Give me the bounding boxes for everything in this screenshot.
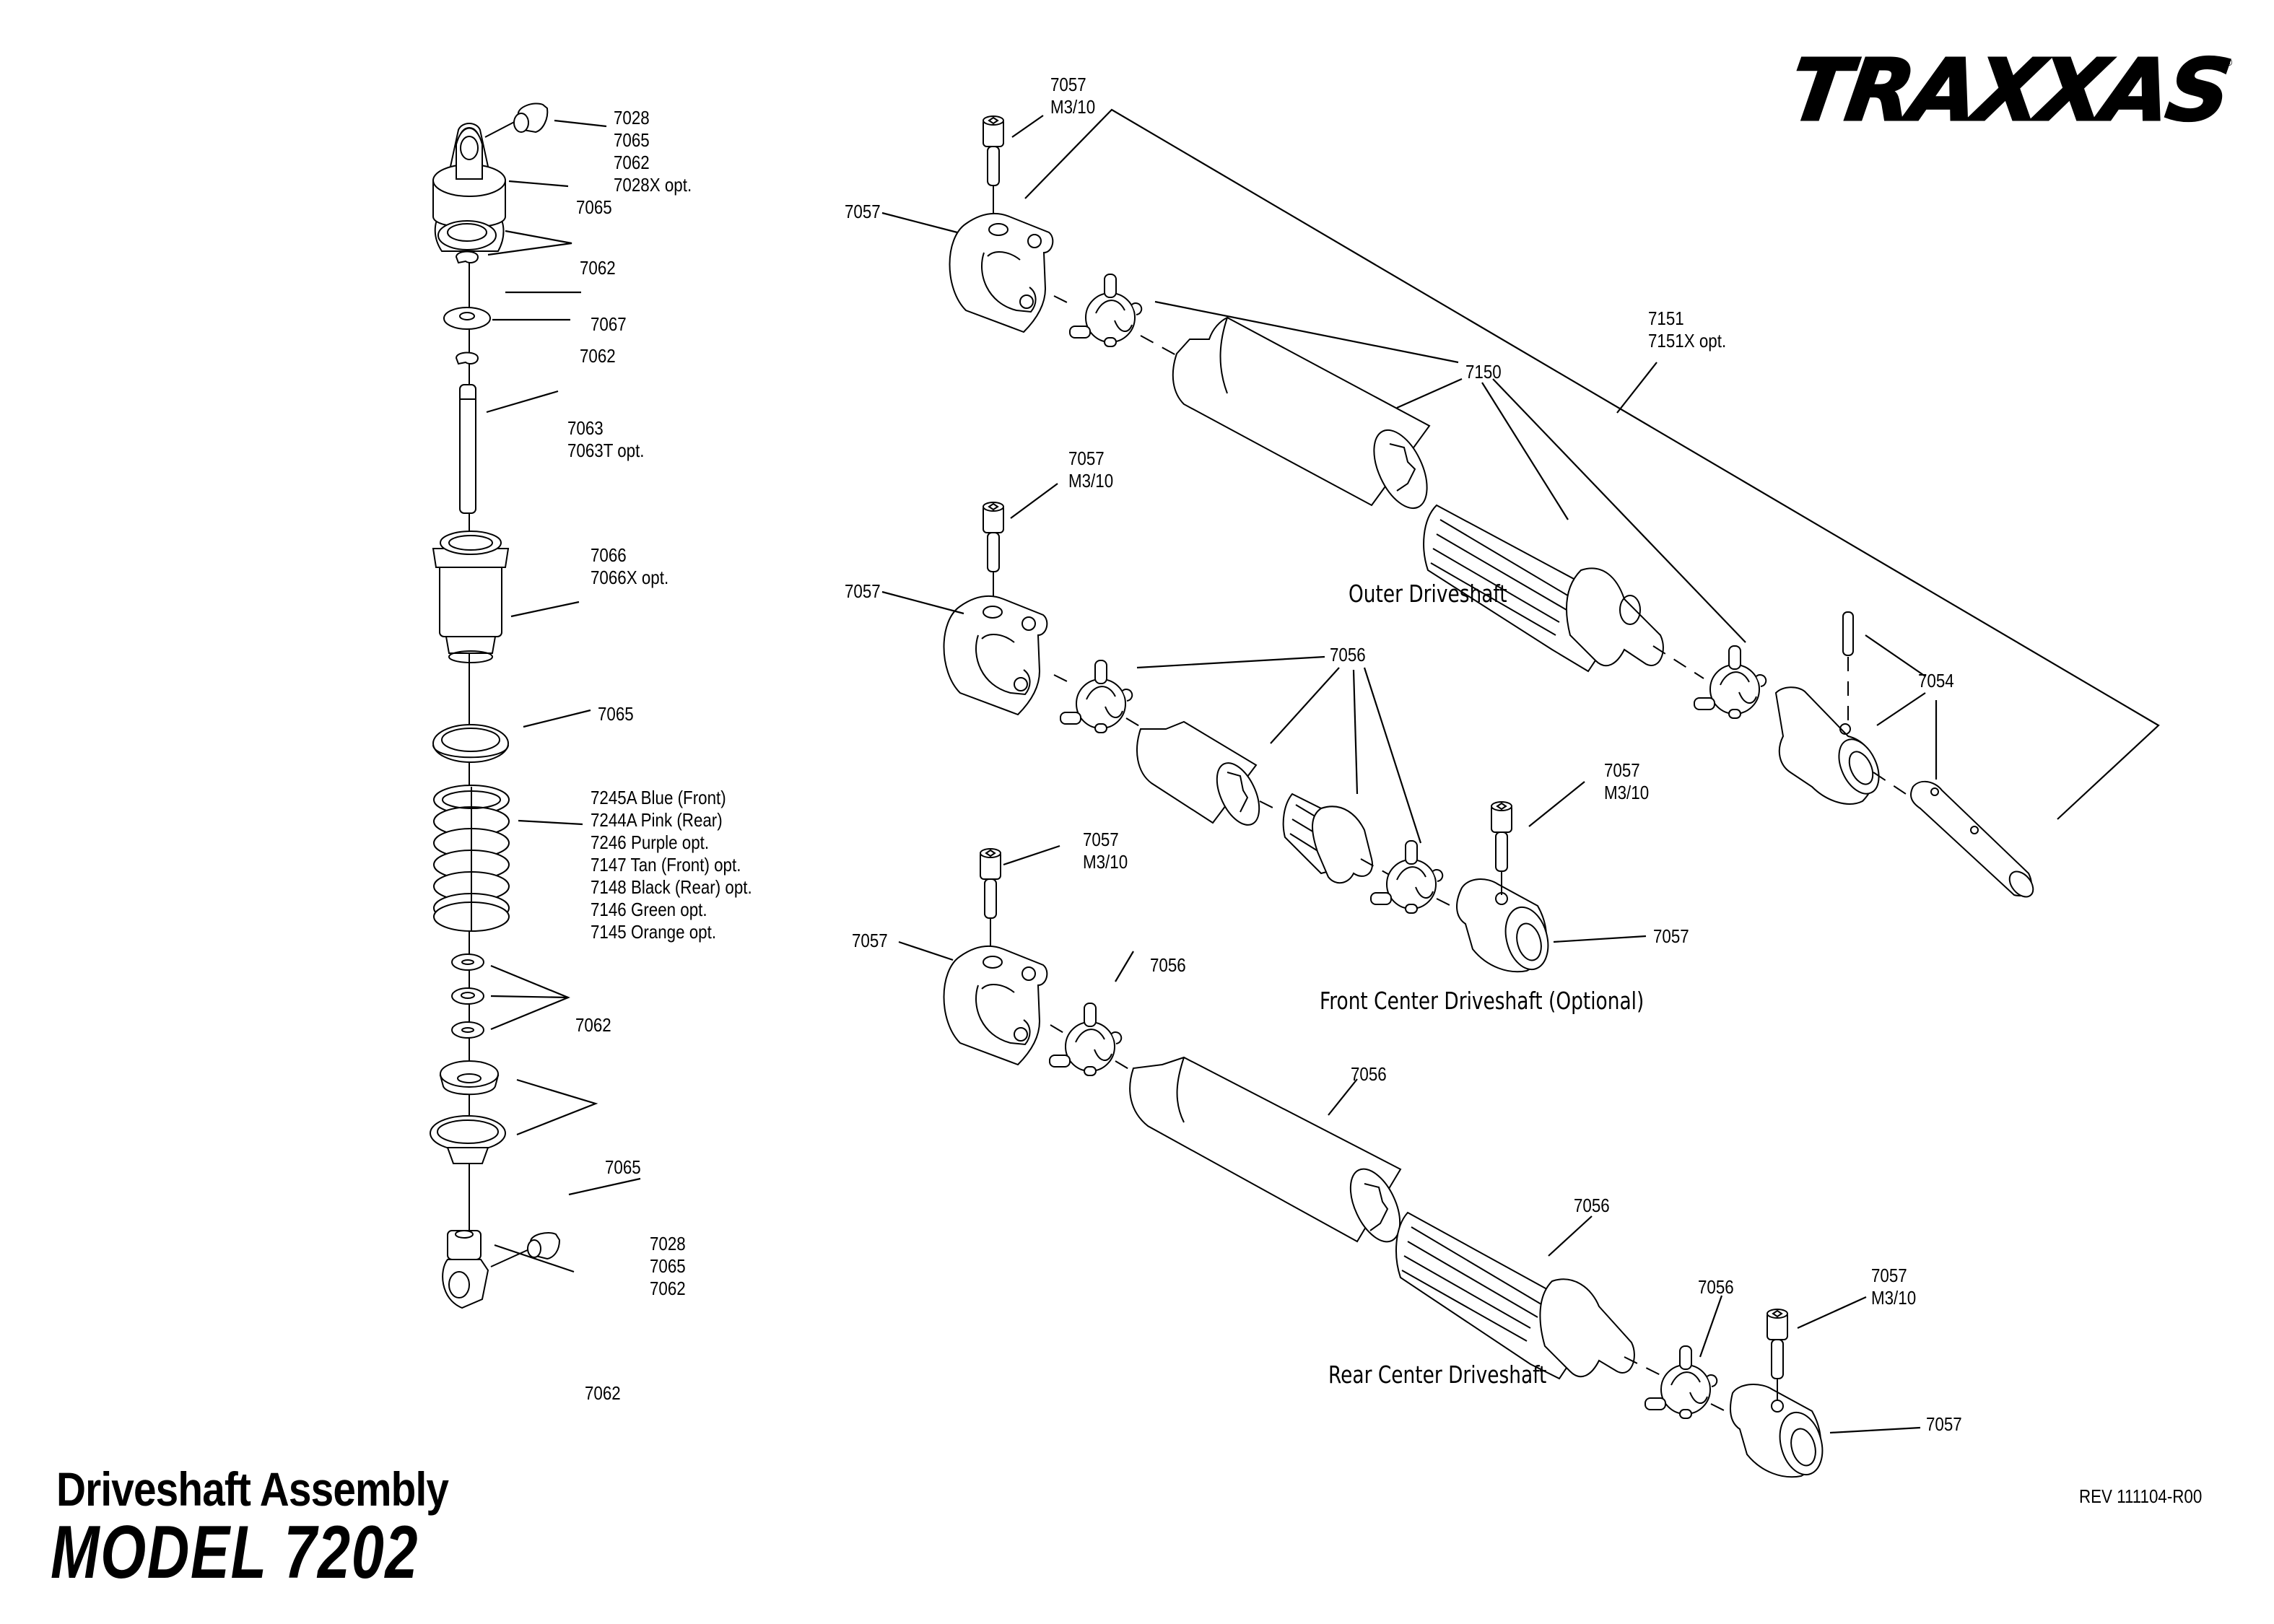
label-front-yoke: 7057 [845,580,881,602]
caption-outer-driveshaft: Outer Driveshaft [1349,580,1507,608]
label-outer-complete-assembly: 7151 7151X opt. [1648,307,1727,352]
caption-front-center-driveshaft: Front Center Driveshaft (Optional) [1320,987,1644,1015]
label-cap-seals: 7062 [580,257,616,279]
label-front-screw: 7057 M3/10 [1068,448,1114,492]
label-rod-end: 7062 [585,1382,621,1404]
revision-code: REV 111104-R00 [2079,1485,2203,1507]
label-rear-yoke: 7057 [852,930,888,951]
caption-rear-center-driveshaft: Rear Center Driveshaft [1328,1361,1547,1389]
label-rear-male-half: 7056 [1574,1195,1610,1216]
traxxas-logo: TRAXXAS ® [1782,39,2236,141]
label-front-screw-right: 7057 M3/10 [1604,759,1650,803]
label-outer-stub-axle: 7054 [1918,670,1954,691]
label-outer-screw: 7057 M3/10 [1050,74,1096,118]
logo-wordmark: TRAXXAS [1782,39,2236,141]
shock-assembly-art [430,102,561,1309]
label-shock-shaft: 7063 7063T opt. [567,417,645,461]
registered-mark: ® [2225,56,2233,68]
label-shock-cap: 7065 [576,196,612,218]
label-bottom-rod-end-balls: 7028 7065 7062 [650,1233,686,1299]
label-top-rod-end-balls: 7028 7065 7062 7028X opt. [614,107,692,196]
label-rear-screw: 7057 M3/10 [1083,829,1128,873]
front-center-driveshaft-art [943,502,1549,973]
document-title: Driveshaft Assembly [56,1462,449,1516]
label-outer-yoke: 7057 [845,201,881,222]
label-rear-cross-pin-right: 7056 [1698,1276,1734,1298]
label-spring-retainers: 7065 [605,1156,641,1178]
model-number: MODEL 7202 [51,1511,419,1594]
label-rear-cross-pin-left: 7056 [1150,954,1186,976]
label-front-driveshaft-set: 7056 [1330,644,1366,665]
label-rear-female-half: 7056 [1351,1063,1387,1085]
outer-driveshaft-art [949,115,2034,898]
label-lower-washers: 7062 [575,1014,611,1036]
label-spring-collar: 7065 [598,703,634,725]
leader-lines [486,108,2160,1434]
label-shock-body: 7066 7066X opt. [591,544,669,588]
label-spring-options: 7245A Blue (Front) 7244A Pink (Rear) 724… [591,787,752,943]
label-rear-yoke-right: 7057 [1926,1413,1962,1435]
label-front-yoke-right: 7057 [1653,925,1689,947]
label-e-clip: 7062 [580,345,616,367]
label-outer-driveshaft-set: 7150 [1465,361,1502,383]
rear-center-driveshaft-art [943,848,1824,1478]
label-rear-screw-right: 7057 M3/10 [1871,1265,1917,1309]
label-piston: 7067 [591,313,627,335]
